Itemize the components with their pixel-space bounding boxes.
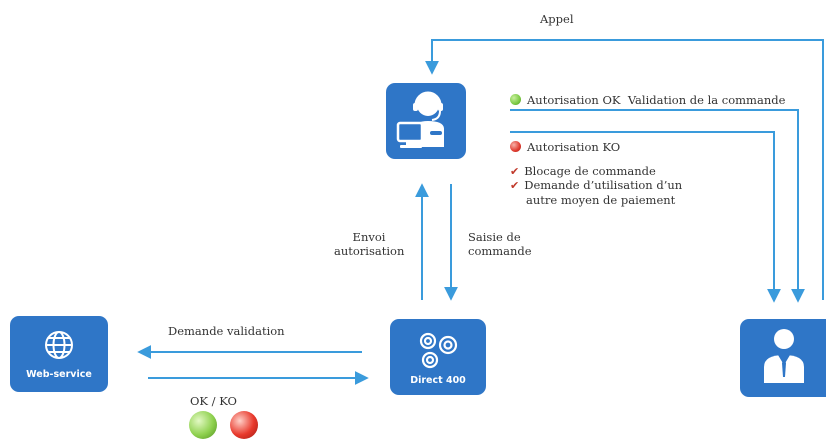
globe-icon (45, 331, 73, 359)
arrow-appel (425, 39, 824, 300)
webservice-label: Web-service (26, 369, 92, 380)
ko-status-dot (510, 141, 521, 152)
label-ok-ko: OK / KO (190, 394, 237, 408)
client-node[interactable] (740, 319, 826, 397)
label-appel: Appel (540, 12, 574, 26)
auth-ko-label: Autorisation KO (527, 140, 621, 154)
businessman-icon (764, 329, 804, 383)
arrow-auth-ko (510, 131, 781, 303)
label-demande-validation: Demande validation (168, 324, 285, 338)
label-saisie-1: Saisie de (468, 230, 521, 244)
arrow-auth-ok (510, 109, 805, 303)
label-saisie-2: commande (468, 244, 532, 258)
ok-status-dot (510, 94, 521, 105)
demande-row: ✔ Demande d’utilisation d’un (510, 178, 682, 193)
validation-commande-label: Validation de la commande (627, 93, 786, 107)
label-envoi-1: Envoi (352, 230, 386, 244)
auth-ok-row: Autorisation OK Validation de la command… (510, 93, 785, 107)
direct400-node[interactable]: Direct 400 (390, 319, 486, 395)
demande-util-label-2: autre moyen de paiement (526, 193, 676, 207)
auth-ok-label: Autorisation OK (527, 93, 621, 107)
call-center-operator-icon (396, 91, 444, 148)
demande-util-label-1: Demande d’utilisation d’un (524, 178, 683, 192)
webservice-node[interactable]: Web-service (10, 316, 108, 392)
ko-ball-icon (230, 411, 258, 439)
label-envoi-2: autorisation (334, 244, 405, 258)
checkmark-icon: ✔ (510, 165, 520, 178)
auth-ko-row: Autorisation KO (510, 140, 620, 154)
operator-node[interactable] (386, 83, 466, 159)
ok-ball-icon (189, 411, 217, 439)
direct400-label: Direct 400 (410, 375, 466, 386)
blocage-row: ✔ Blocage de commande (510, 164, 656, 179)
checkmark-icon: ✔ (510, 179, 520, 192)
blocage-label: Blocage de commande (524, 164, 656, 178)
gears-icon (419, 332, 458, 369)
